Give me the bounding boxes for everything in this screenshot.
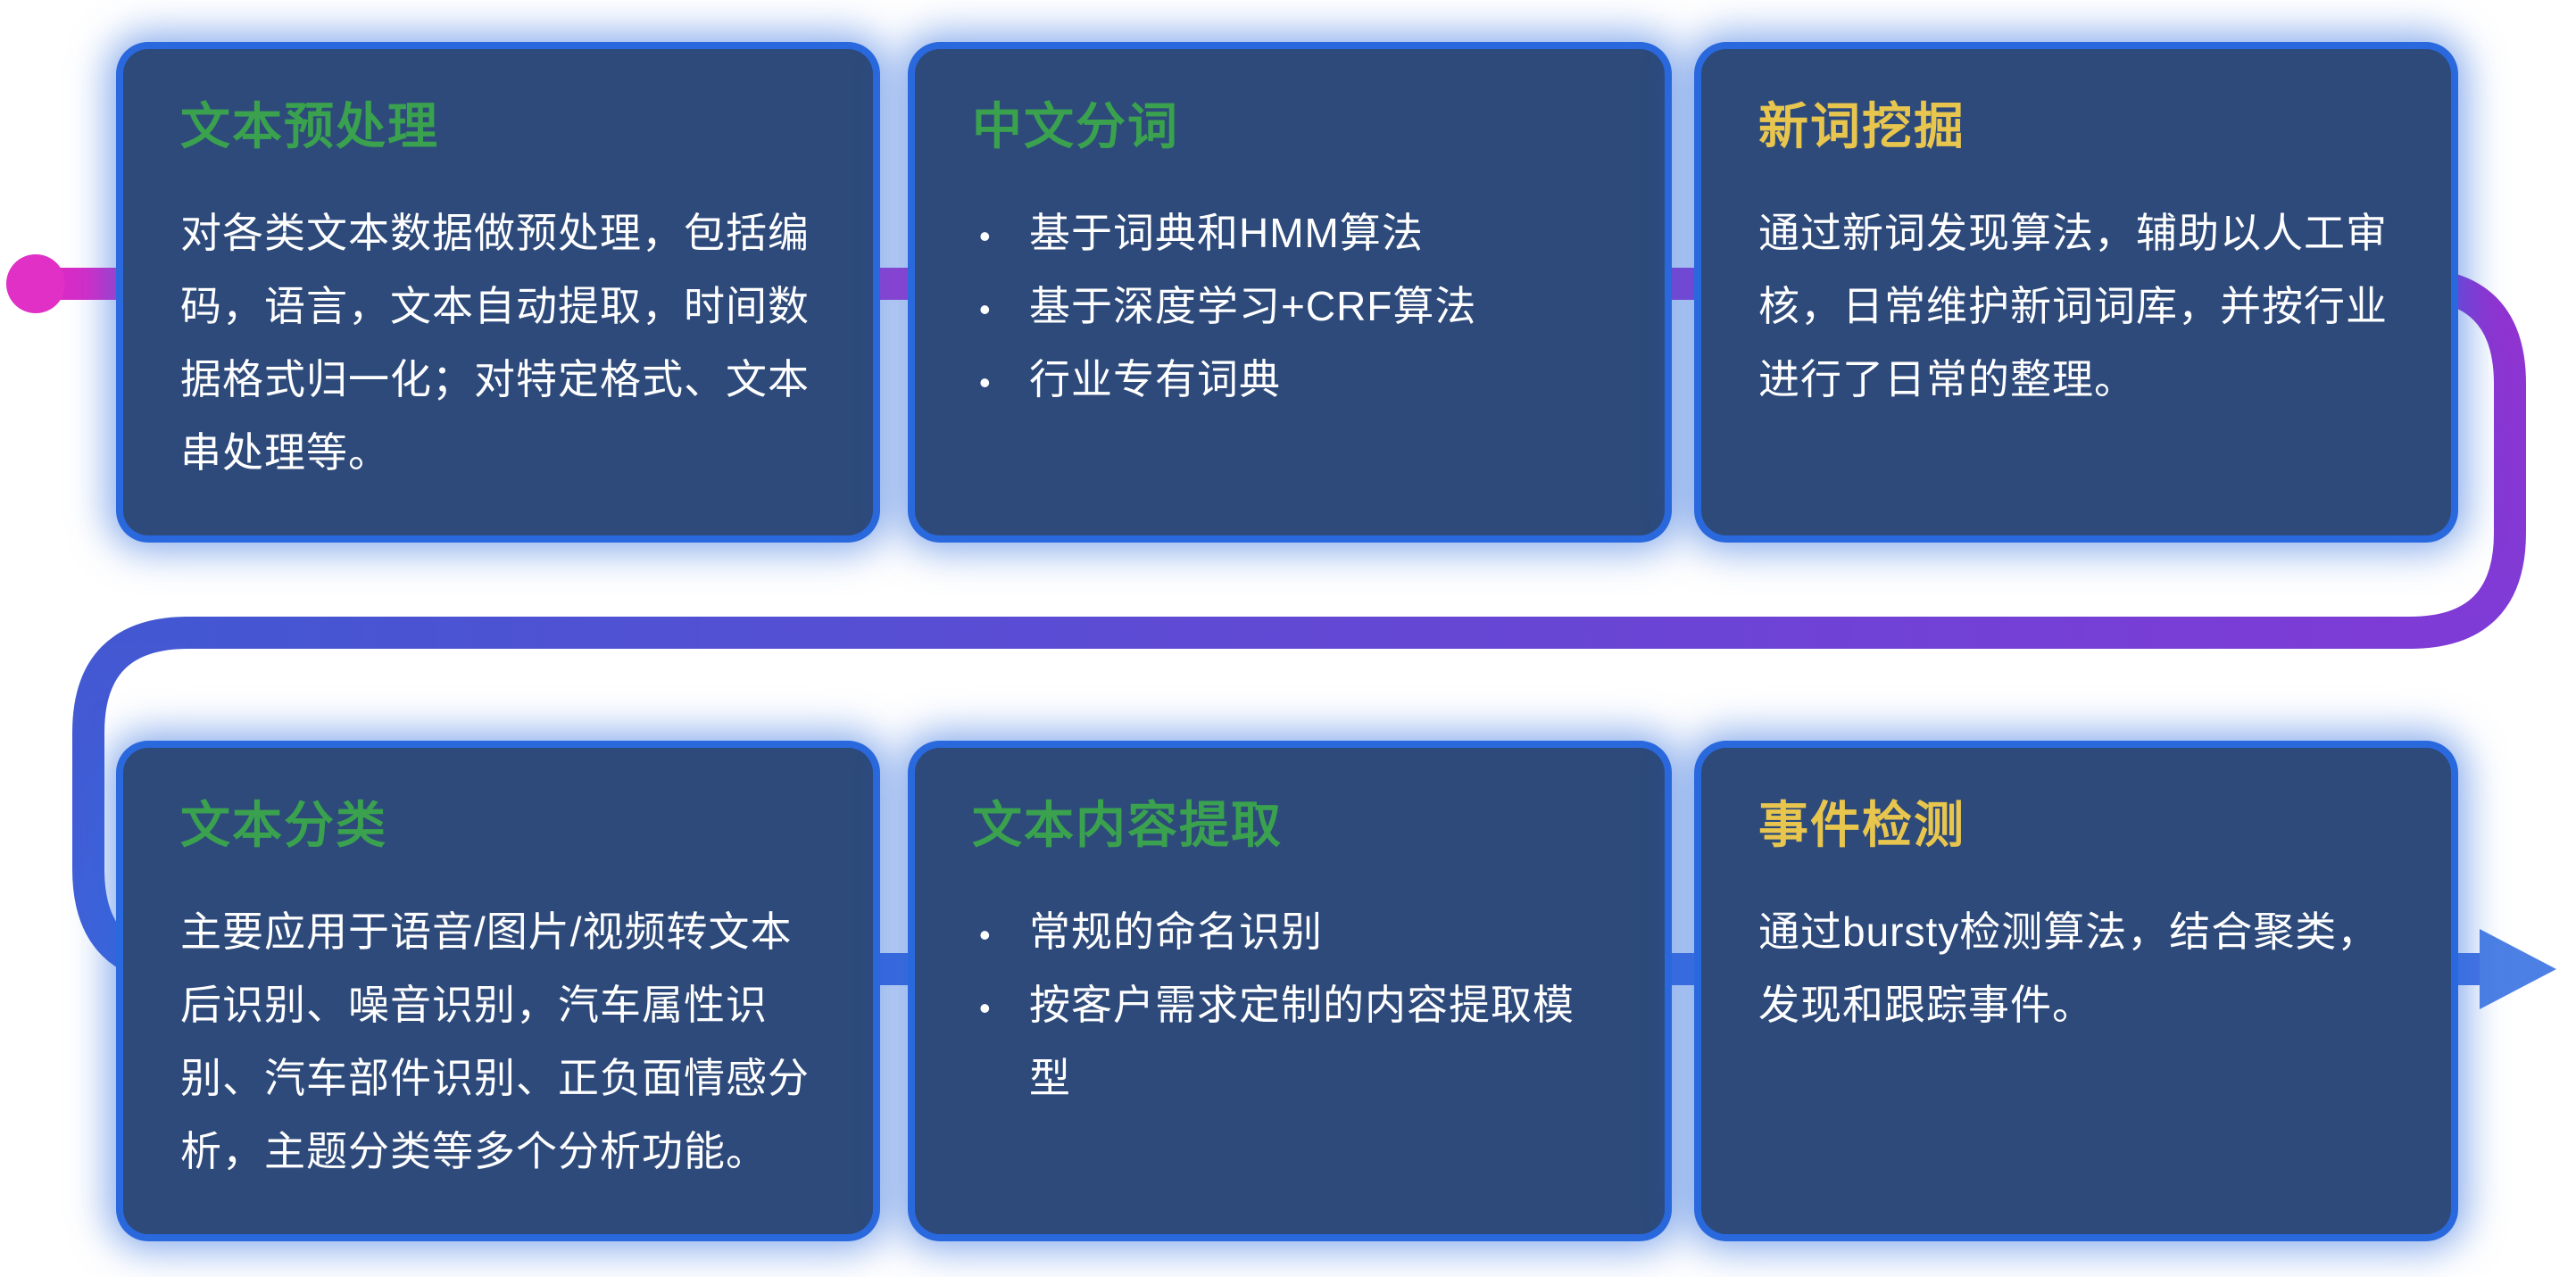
card-event-detection: 事件检测 通过bursty检测算法，结合聚类，发现和跟踪事件。 bbox=[1701, 748, 2451, 1234]
card-title: 文本分类 bbox=[180, 797, 387, 853]
card-text-preprocessing: 文本预处理 对各类文本数据做预处理，包括编码，语言，文本自动提取，时间数据格式归… bbox=[123, 49, 873, 535]
card-bullet-item: • 基于深度学习+CRF算法 bbox=[979, 270, 1608, 344]
card-chinese-word-segmentation: 中文分词 • 基于词典和HMM算法 • 基于深度学习+CRF算法 • 行业专有词典 bbox=[915, 49, 1665, 535]
card-title: 文本预处理 bbox=[180, 98, 439, 154]
card-body: 主要应用于语音/图片/视频转文本后识别、噪音识别，汽车属性识别、汽车部件识别、正… bbox=[180, 908, 810, 1174]
card-new-word-mining: 新词挖掘 通过新词发现算法，辅助以人工审核，日常维护新词词库，并按行业进行了日常… bbox=[1701, 49, 2451, 535]
card-bullet-item: • 行业专有词典 bbox=[979, 344, 1608, 417]
card-title: 事件检测 bbox=[1758, 797, 1965, 853]
bullet-dot-icon: • bbox=[979, 290, 992, 328]
bullet-dot-icon: • bbox=[979, 218, 992, 254]
card-body: 对各类文本数据做预处理，包括编码，语言，文本自动提取，时间数据格式归一化；对特定… bbox=[180, 210, 810, 476]
card-bullet-list: • 常规的命名识别 • 按客户需求定制的内容提取模型 bbox=[972, 896, 1608, 1115]
bullet-text: 行业专有词典 bbox=[1029, 355, 1281, 402]
card-bullet-item: • 常规的命名识别 bbox=[979, 896, 1608, 969]
bullet-dot-icon: • bbox=[979, 989, 992, 1026]
card-title: 中文分词 bbox=[972, 98, 1179, 154]
card-bullet-item: • 按客户需求定制的内容提取模型 bbox=[979, 969, 1608, 1115]
flow-curve-right bbox=[2409, 268, 2526, 649]
flow-arrow-icon bbox=[2480, 929, 2556, 1009]
card-bullet-list: • 基于词典和HMM算法 • 基于深度学习+CRF算法 • 行业专有词典 bbox=[972, 197, 1608, 417]
bullet-dot-icon: • bbox=[979, 363, 992, 401]
bullet-text: 基于词典和HMM算法 bbox=[1029, 210, 1424, 256]
card-text-content-extraction: 文本内容提取 • 常规的命名识别 • 按客户需求定制的内容提取模型 bbox=[915, 748, 1665, 1234]
card-bullet-item: • 基于词典和HMM算法 bbox=[979, 197, 1608, 270]
bullet-text: 基于深度学习+CRF算法 bbox=[1029, 282, 1477, 329]
card-text-classification: 文本分类 主要应用于语音/图片/视频转文本后识别、噪音识别，汽车属性识别、汽车部… bbox=[123, 748, 873, 1234]
card-body: 通过新词发现算法，辅助以人工审核，日常维护新词词库，并按行业进行了日常的整理。 bbox=[1758, 210, 2388, 402]
card-body: 通过bursty检测算法，结合聚类，发现和跟踪事件。 bbox=[1758, 908, 2380, 1028]
card-title: 文本内容提取 bbox=[972, 797, 1283, 853]
bullet-dot-icon: • bbox=[979, 916, 992, 953]
bullet-text: 常规的命名识别 bbox=[1029, 908, 1323, 955]
flow-start-dot-icon bbox=[6, 254, 65, 313]
bullet-text: 按客户需求定制的内容提取模型 bbox=[1029, 981, 1575, 1101]
card-title: 新词挖掘 bbox=[1758, 98, 1965, 154]
